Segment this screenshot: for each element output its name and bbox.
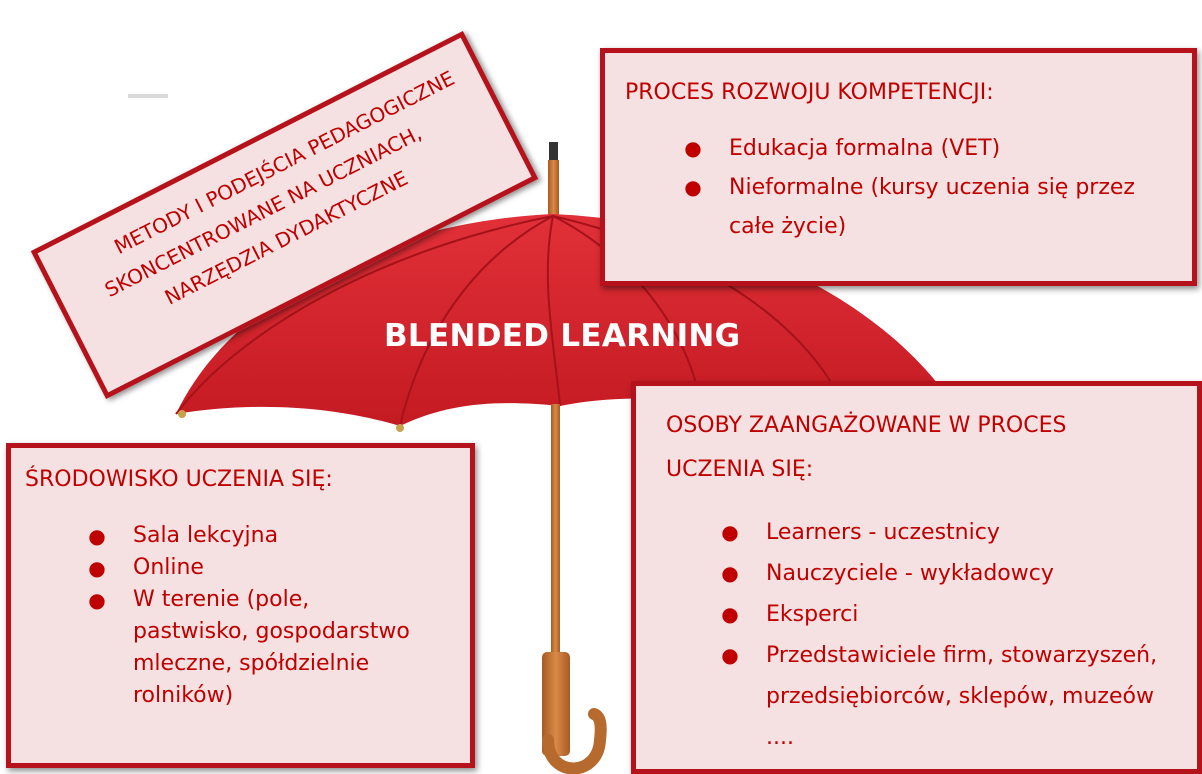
- list-item: ●W terenie (pole,: [88, 584, 456, 616]
- list-item: ●Przedstawiciele firm, stowarzyszeń,: [721, 635, 1183, 676]
- list-item: ●Learners - uczestnicy: [721, 512, 1183, 553]
- umbrella-grip: [542, 652, 570, 756]
- people-heading: OSOBY ZAANGAŻOWANE W PROCES: [666, 413, 1067, 438]
- environment-heading: ŚRODOWISKO UCZENIA SIĘ:: [25, 467, 333, 492]
- list-item-continuation: mleczne, spółdzielnie: [133, 651, 370, 676]
- competence-heading: PROCES ROZWOJU KOMPETENCJI:: [625, 80, 994, 105]
- bullet-icon: ●: [88, 556, 106, 580]
- bullet-icon: ●: [721, 602, 739, 626]
- bullet-icon: ●: [721, 520, 739, 544]
- list-item-continuation: całe życie): [729, 214, 847, 239]
- people-box: OSOBY ZAANGAŻOWANE W PROCES UCZENIA SIĘ:…: [631, 381, 1202, 774]
- people-heading-continuation: UCZENIA SIĘ:: [666, 457, 814, 482]
- competence-list: ●Edukacja formalna (VET) ●Nieformalne (k…: [625, 129, 1172, 246]
- list-item: ●Sala lekcyjna: [88, 520, 456, 552]
- bullet-icon: ●: [721, 643, 739, 667]
- competence-box: PROCES ROZWOJU KOMPETENCJI: ●Edukacja fo…: [600, 48, 1197, 286]
- environment-box: ŚRODOWISKO UCZENIA SIĘ: ●Sala lekcyjna ●…: [6, 443, 475, 768]
- list-item: ●Eksperci: [721, 594, 1183, 635]
- environment-list: ●Sala lekcyjna ●Online ●W terenie (pole,…: [25, 520, 456, 712]
- bullet-icon: ●: [88, 524, 106, 548]
- list-item-continuation: pastwisko, gospodarstwo: [133, 619, 410, 644]
- list-item: ●Edukacja formalna (VET): [684, 129, 1172, 168]
- list-item-continuation: ....: [766, 725, 794, 750]
- umbrella-tip: [549, 142, 558, 162]
- bullet-icon: ●: [684, 136, 702, 160]
- list-item: ●Online: [88, 552, 456, 584]
- people-list: ●Learners - uczestnicy ●Nauczyciele - wy…: [666, 512, 1183, 758]
- diagram-title: BLENDED LEARNING: [384, 318, 741, 354]
- list-item-continuation: przedsiębiorców, sklepów, muzeów: [766, 684, 1154, 709]
- list-item: ●Nieformalne (kursy uczenia się przez: [684, 168, 1172, 207]
- list-item-continuation: rolników): [133, 683, 234, 708]
- umbrella-top-shaft: [548, 160, 559, 216]
- bullet-icon: ●: [684, 175, 702, 199]
- bullet-icon: ●: [721, 561, 739, 585]
- umbrella-crook: [542, 708, 607, 774]
- umbrella-shaft: [551, 404, 560, 654]
- list-item: ●Nauczyciele - wykładowcy: [721, 553, 1183, 594]
- bullet-icon: ●: [88, 588, 106, 612]
- decorative-dash: [128, 94, 168, 98]
